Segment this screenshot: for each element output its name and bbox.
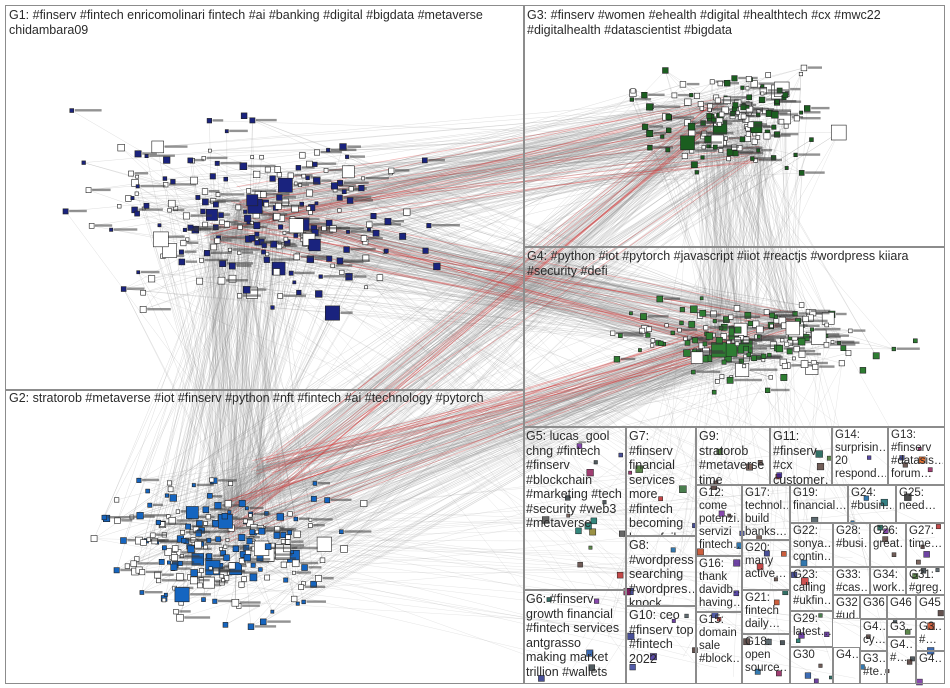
cell-g27 (906, 523, 945, 567)
cell-g42 (887, 595, 916, 619)
cell-g35 (887, 619, 916, 637)
cell-g32 (833, 595, 860, 619)
cell-g30 (790, 647, 833, 684)
cell-g16 (696, 556, 742, 612)
cell-g9 (696, 427, 770, 485)
cell-g5 (523, 427, 626, 590)
cell-g6 (523, 590, 626, 684)
cell-g43 (916, 595, 945, 619)
cell-g22 (790, 523, 833, 567)
cell-g3 (523, 5, 945, 248)
cell-g10 (626, 606, 696, 684)
cell-g44 (916, 651, 945, 684)
cell-g15 (696, 612, 742, 684)
cell-g24 (848, 485, 896, 523)
cell-g20 (742, 540, 790, 590)
cell-g28 (833, 523, 870, 567)
cell-g18 (742, 634, 790, 684)
cell-g21 (742, 590, 790, 634)
cell-g12 (696, 485, 742, 556)
cell-g8 (626, 536, 696, 606)
cell-g31 (906, 567, 945, 595)
cell-g13 (888, 427, 945, 485)
cell-g39 (860, 651, 887, 684)
cell-g25 (896, 485, 945, 523)
cell-g11 (770, 427, 832, 485)
cell-g41 (916, 619, 945, 651)
cell-g40 (887, 637, 916, 684)
cell-g19 (790, 485, 848, 523)
cell-g4 (523, 246, 945, 427)
cell-g36 (860, 595, 887, 619)
cell-g38 (833, 647, 860, 684)
cell-g2 (5, 389, 525, 684)
cell-g7 (626, 427, 696, 536)
cell-g37 (860, 619, 887, 651)
cell-g14 (832, 427, 888, 485)
cell-g23 (790, 567, 833, 611)
cell-g26 (870, 523, 906, 567)
cell-g33 (833, 567, 870, 595)
cell-g29 (790, 611, 833, 647)
cell-g34 (870, 567, 906, 595)
cell-g1 (5, 5, 525, 391)
cell-g17 (742, 485, 790, 540)
